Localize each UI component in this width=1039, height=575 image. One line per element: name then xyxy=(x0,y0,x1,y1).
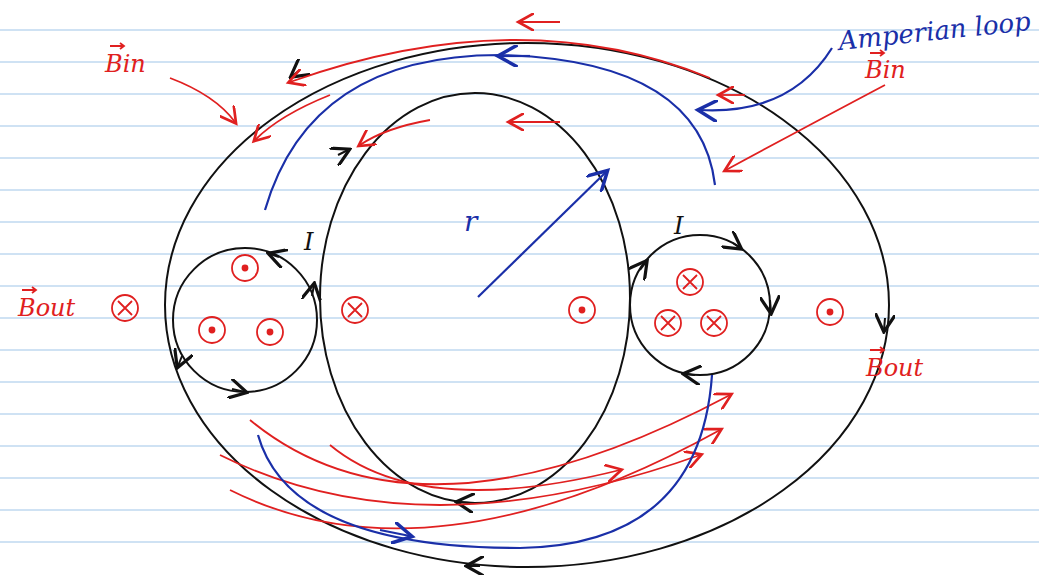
field-label: Bout xyxy=(18,296,75,320)
amperian-loop-label: Amperian loop xyxy=(837,8,1032,54)
radius-label: r xyxy=(464,208,477,236)
current-label: I xyxy=(304,230,313,254)
field-label: Bin xyxy=(105,52,146,76)
field-label: Bout xyxy=(866,356,923,380)
field-label: Bin xyxy=(865,58,906,82)
current-label: I xyxy=(674,214,683,238)
